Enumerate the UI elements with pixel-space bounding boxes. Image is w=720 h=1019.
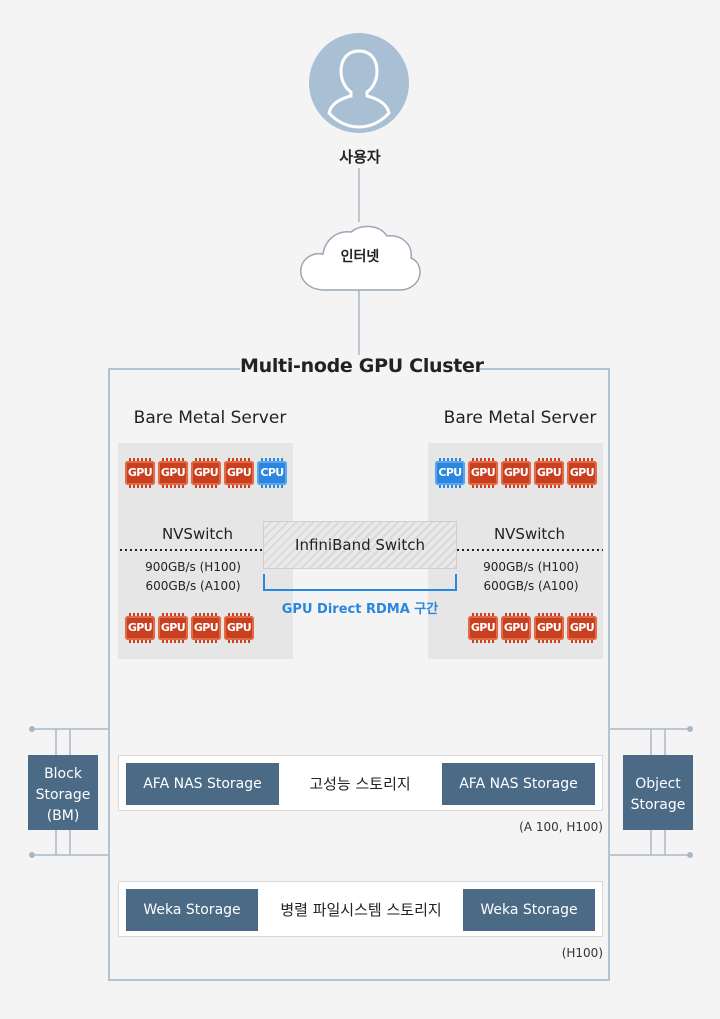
weka-tier-note: (H100) — [561, 946, 603, 960]
left-bottom-chip-3: GPU — [191, 613, 221, 643]
left-bottom-chip-2: GPU — [158, 613, 188, 643]
nvswitch-dotted-line — [120, 549, 603, 551]
internet-label: 인터넷 — [340, 249, 380, 265]
left-top-chip-4: GPU — [224, 458, 254, 488]
left-top-chip-5: CPU — [257, 458, 287, 488]
right-bottom-chip-3: GPU — [534, 613, 564, 643]
object-storage-line2: Storage — [630, 797, 686, 813]
left-bottom-chip-4: GPU — [224, 613, 254, 643]
weka-bus-end-left — [29, 852, 35, 858]
left-top-chip-2: GPU — [158, 458, 188, 488]
nas-bus-end-right — [687, 726, 693, 732]
user-silhouette-icon — [327, 49, 391, 129]
rdma-label: GPU Direct RDMA 구간 — [281, 602, 439, 617]
cloud-icon — [300, 225, 421, 291]
right-top-chip-2: GPU — [468, 458, 498, 488]
nas-tier-note: (A 100, H100) — [519, 820, 603, 834]
block-storage-line3: (BM) — [46, 808, 80, 824]
right-nvswitch-label: NVSwitch — [493, 525, 566, 543]
rdma-bracket — [263, 574, 457, 591]
left-top-chip-1: GPU — [125, 458, 155, 488]
block-storage-line2: Storage — [35, 787, 91, 803]
infiniband-switch: InfiniBand Switch — [263, 521, 457, 569]
right-weka-storage: Weka Storage — [463, 889, 595, 931]
left-nas-storage: AFA NAS Storage — [126, 763, 279, 805]
left-nvswitch-label: NVSwitch — [161, 525, 234, 543]
user-label: 사용자 — [339, 148, 381, 166]
right-spec-h100: 900GB/s (H100) — [483, 560, 579, 574]
block-storage-line1: Block — [44, 766, 82, 782]
left-weka-storage: Weka Storage — [126, 889, 258, 931]
left-bottom-chip-1: GPU — [125, 613, 155, 643]
block-storage: Block Storage (BM) — [28, 755, 98, 830]
weka-bus-end-right — [687, 852, 693, 858]
left-top-chip-3: GPU — [191, 458, 221, 488]
right-nas-storage: AFA NAS Storage — [442, 763, 595, 805]
left-server-title: Bare Metal Server — [133, 408, 287, 428]
right-bottom-chip-2: GPU — [501, 613, 531, 643]
right-server-title: Bare Metal Server — [443, 408, 597, 428]
right-top-chip-4: GPU — [534, 458, 564, 488]
object-storage-line1: Object — [635, 776, 681, 792]
right-bottom-chip-1: GPU — [468, 613, 498, 643]
right-top-chip-3: GPU — [501, 458, 531, 488]
right-top-chip-1: CPU — [435, 458, 465, 488]
user-avatar — [309, 33, 409, 133]
left-spec-h100: 900GB/s (H100) — [145, 560, 241, 574]
cluster-title: Multi-node GPU Cluster — [240, 355, 484, 377]
left-spec-a100: 600GB/s (A100) — [145, 579, 241, 593]
object-storage: Object Storage — [623, 755, 693, 830]
nas-bus-end-left — [29, 726, 35, 732]
right-spec-a100: 600GB/s (A100) — [483, 579, 579, 593]
right-bottom-chip-4: GPU — [567, 613, 597, 643]
right-top-chip-5: GPU — [567, 458, 597, 488]
weka-tier-label: 병렬 파일시스템 스토리지 — [280, 901, 442, 919]
nas-tier-label: 고성능 스토리지 — [309, 775, 411, 793]
